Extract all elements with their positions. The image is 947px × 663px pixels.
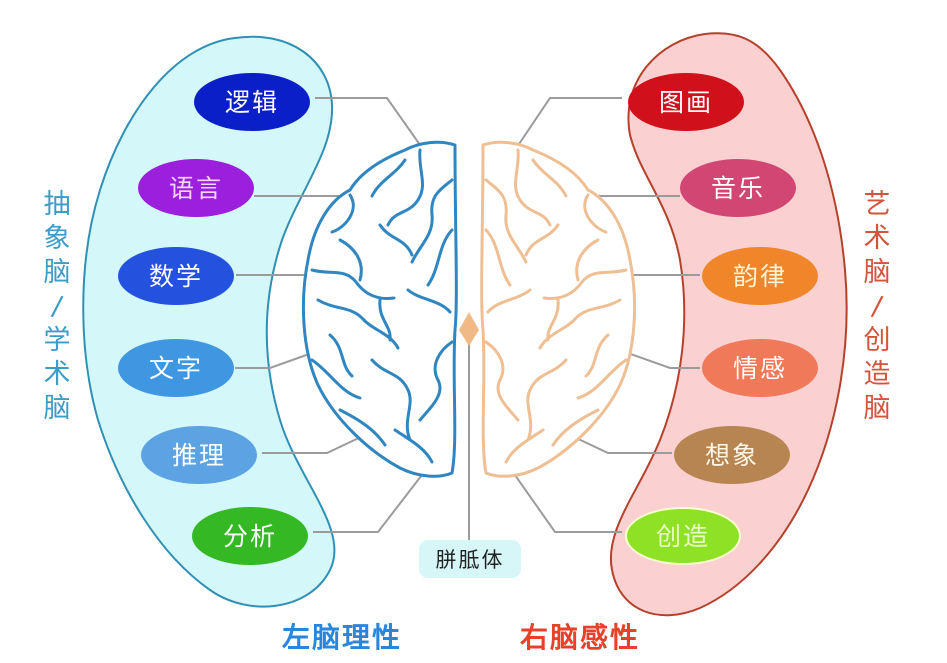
oval-label: 韵律 — [732, 261, 787, 291]
left-side-char: 学 — [43, 325, 71, 356]
left-side-char: 术 — [43, 359, 71, 390]
right-side-char: / — [869, 290, 885, 323]
left-side-char: 抽 — [43, 189, 71, 220]
left-hemisphere-icon — [301, 140, 458, 478]
oval-label: 逻辑 — [224, 87, 279, 117]
right-side-char: 术 — [863, 223, 891, 254]
right-function-imagination: 想象 — [674, 426, 790, 484]
oval-label: 情感 — [732, 353, 787, 383]
oval-label: 语言 — [168, 173, 223, 203]
right-function-creativity: 创造 — [625, 507, 741, 565]
oval-label: 创造 — [655, 521, 710, 551]
right-side-char: 艺 — [863, 189, 891, 220]
left-connector-lines — [235, 97, 436, 533]
left-function-writing: 文字 — [118, 339, 234, 397]
left-function-math: 数学 — [118, 247, 234, 305]
corpus-callosum-text: 胼胝体 — [435, 548, 505, 572]
left-function-language: 语言 — [138, 159, 254, 217]
oval-label: 推理 — [171, 440, 226, 470]
oval-label: 想象 — [704, 440, 759, 470]
oval-label: 文字 — [148, 353, 203, 383]
right-side-char: 造 — [863, 359, 891, 390]
right-function-music: 音乐 — [680, 159, 796, 217]
right-function-rhythm: 韵律 — [702, 247, 818, 305]
left-side-label: 抽 象 脑 / 学 术 脑 — [40, 188, 74, 426]
oval-label: 图画 — [658, 87, 713, 117]
left-function-logic: 逻辑 — [194, 73, 310, 131]
oval-label: 数学 — [148, 261, 203, 291]
left-function-analysis: 分析 — [192, 507, 308, 565]
right-side-char: 创 — [863, 325, 891, 356]
left-function-reasoning: 推理 — [141, 426, 257, 484]
right-side-char: 脑 — [863, 393, 891, 424]
left-side-char: 象 — [43, 223, 71, 254]
right-side-char: 脑 — [863, 257, 891, 288]
right-brain-title: 右脑感性 — [520, 621, 641, 654]
right-hemisphere-icon — [480, 140, 637, 478]
right-function-drawing: 图画 — [628, 73, 744, 131]
corpus-callosum-diamond-icon — [459, 312, 479, 346]
left-side-char: / — [49, 290, 65, 323]
left-side-char: 脑 — [43, 257, 71, 288]
right-side-label: 艺 术 脑 / 创 造 脑 — [860, 188, 894, 426]
left-brain-title: 左脑理性 — [282, 621, 403, 654]
left-side-char: 脑 — [43, 393, 71, 424]
corpus-callosum-label: 胼胝体 — [419, 540, 521, 578]
oval-label: 分析 — [222, 521, 277, 551]
oval-label: 音乐 — [710, 173, 765, 203]
right-function-emotion: 情感 — [702, 339, 818, 397]
